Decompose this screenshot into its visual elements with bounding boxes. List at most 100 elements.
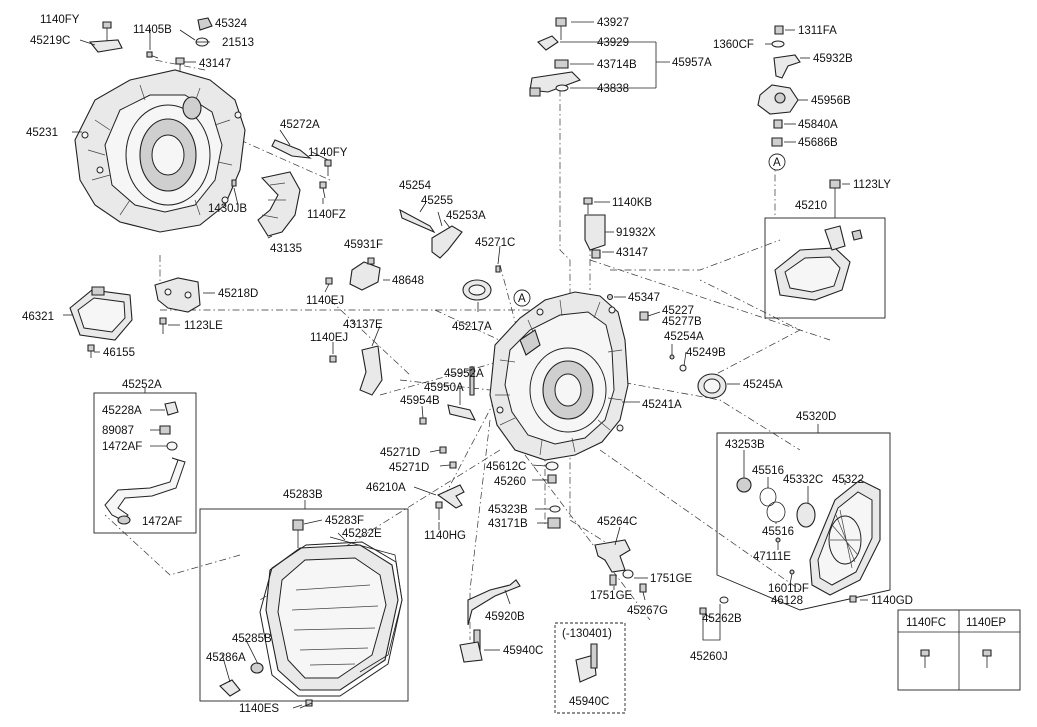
label-45956B: 45956B bbox=[811, 95, 851, 107]
transmission-case-45241A bbox=[489, 291, 629, 461]
legend-col2-label: 1140EP bbox=[966, 617, 1006, 629]
label-45254A: 45254A bbox=[664, 331, 704, 343]
label-43929: 43929 bbox=[597, 37, 629, 49]
label-45228A: 45228A bbox=[102, 405, 142, 417]
hose-box-45252A bbox=[93, 388, 197, 534]
part-labels: 1140FY 45324 45219C 11405B 21513 43147 4… bbox=[22, 14, 1006, 715]
label-45932B: 45932B bbox=[813, 53, 853, 65]
legend-col1-label: 1140FC bbox=[906, 617, 946, 629]
label-45260-a: 45260 bbox=[494, 476, 526, 488]
label-45271C: 45271C bbox=[475, 237, 515, 249]
label-1140KB: 1140KB bbox=[612, 197, 652, 209]
label-45218D: 45218D bbox=[218, 288, 258, 300]
label-45285B: 45285B bbox=[232, 633, 272, 645]
label-45249B: 45249B bbox=[686, 347, 726, 359]
label-45954B: 45954B bbox=[400, 395, 440, 407]
label-45260J: 45260J bbox=[690, 651, 728, 663]
label-43147-a: 43147 bbox=[199, 58, 231, 70]
label-1311FA: 1311FA bbox=[798, 25, 837, 37]
label-47111E: 47111E bbox=[753, 551, 791, 563]
label-1140EJ-b: 1140EJ bbox=[310, 332, 348, 344]
label-1123LE: 1123LE bbox=[184, 320, 223, 332]
label-45264C: 45264C bbox=[597, 516, 637, 528]
label-1751GE-b: 1751GE bbox=[590, 590, 633, 602]
shield-43135 bbox=[257, 171, 301, 237]
label-43714B: 43714B bbox=[597, 59, 637, 71]
label-130401: (-130401) bbox=[562, 628, 612, 640]
assembly-lines bbox=[104, 59, 831, 640]
label-45950A: 45950A bbox=[424, 382, 464, 394]
label-45219C: 45219C bbox=[30, 35, 70, 47]
label-1430JB: 1430JB bbox=[208, 203, 247, 215]
label-45324: 45324 bbox=[215, 18, 248, 30]
label-45347: 45347 bbox=[628, 292, 660, 304]
variant-box-130401 bbox=[554, 622, 626, 714]
label-45277B: 45277B bbox=[662, 316, 702, 328]
label-45210: 45210 bbox=[795, 200, 827, 212]
label-45957A: 45957A bbox=[672, 57, 712, 69]
legend-table bbox=[897, 609, 1021, 691]
label-1140EJ-a: 1140EJ bbox=[306, 295, 344, 307]
label-1140ES: 1140ES bbox=[239, 703, 279, 715]
label-45252A: 45252A bbox=[122, 379, 162, 391]
label-45920B: 45920B bbox=[485, 611, 525, 623]
label-45612C: 45612C bbox=[486, 461, 526, 473]
cover-box-45320D bbox=[716, 424, 891, 611]
label-1601DF: 1601DF bbox=[768, 583, 809, 595]
label-45271D-b: 45271D bbox=[389, 462, 429, 474]
label-45840A: 45840A bbox=[798, 119, 838, 131]
label-43927: 43927 bbox=[597, 17, 629, 29]
label-45272A: 45272A bbox=[280, 119, 320, 131]
lower-center-parts bbox=[435, 446, 647, 663]
center-upper-parts bbox=[325, 197, 727, 425]
label-45253A: 45253A bbox=[446, 210, 486, 222]
label-45255: 45255 bbox=[421, 195, 453, 207]
bracket-45218D bbox=[154, 277, 201, 334]
label-45231: 45231 bbox=[26, 127, 58, 139]
leader-lines bbox=[63, 21, 868, 709]
label-21513: 21513 bbox=[222, 37, 254, 49]
label-43147-b: 43147 bbox=[616, 247, 648, 259]
label-91932X: 91932X bbox=[616, 227, 656, 239]
label-45686B: 45686B bbox=[798, 137, 838, 149]
label-45952A: 45952A bbox=[444, 368, 484, 380]
label-43171B: 43171B bbox=[488, 518, 528, 530]
label-45286A: 45286A bbox=[206, 652, 246, 664]
label-43253B: 43253B bbox=[725, 439, 765, 451]
label-45332C: 45332C bbox=[783, 474, 823, 486]
label-45931F: 45931F bbox=[344, 239, 383, 251]
label-43838: 43838 bbox=[597, 83, 629, 95]
label-45217A: 45217A bbox=[452, 321, 492, 333]
label-45516-b: 45516 bbox=[762, 526, 794, 538]
label-45283B: 45283B bbox=[283, 489, 323, 501]
bracket-45272A bbox=[231, 139, 332, 199]
label-89087: 89087 bbox=[102, 425, 134, 437]
label-46321: 46321 bbox=[22, 311, 54, 323]
mount-box-45210 bbox=[764, 179, 886, 319]
label-1360CF: 1360CF bbox=[713, 39, 754, 51]
small-parts-topleft bbox=[88, 17, 213, 72]
label-45320D: 45320D bbox=[796, 411, 836, 423]
parts-43927-group bbox=[529, 17, 581, 97]
label-45940C-b: 45940C bbox=[569, 696, 609, 708]
label-45940C-a: 45940C bbox=[503, 645, 543, 657]
circle-label-a1: A bbox=[518, 293, 526, 305]
label-46155: 46155 bbox=[103, 347, 135, 359]
label-11405B: 11405B bbox=[133, 24, 172, 36]
label-45282E: 45282E bbox=[342, 528, 382, 540]
label-43135: 43135 bbox=[270, 243, 302, 255]
label-45245A: 45245A bbox=[743, 379, 783, 391]
parts-45956B-group bbox=[757, 25, 801, 147]
filter-46321 bbox=[69, 286, 133, 358]
circle-markers bbox=[513, 153, 786, 307]
converter-housing-45231 bbox=[74, 69, 246, 233]
label-45241A: 45241A bbox=[642, 399, 682, 411]
label-1123LY: 1123LY bbox=[853, 179, 891, 191]
label-1140HG: 1140HG bbox=[424, 530, 466, 542]
label-46128: 46128 bbox=[771, 595, 803, 607]
lower-right-bolts bbox=[699, 596, 729, 641]
label-1472AF-b: 1472AF bbox=[142, 516, 182, 528]
label-45283F: 45283F bbox=[325, 515, 364, 527]
label-1140GD: 1140GD bbox=[871, 595, 913, 607]
